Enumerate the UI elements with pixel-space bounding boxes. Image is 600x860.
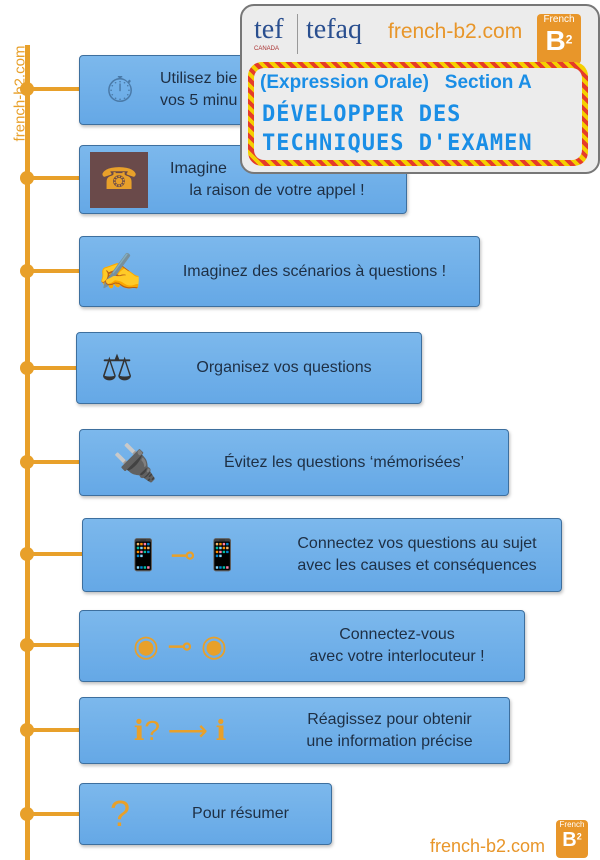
- step-text: Utilisez bie: [160, 70, 238, 87]
- step-text: avec les causes et conséquences: [297, 557, 537, 574]
- timeline-dot: [20, 807, 34, 821]
- people-connect-icon: ◉ ⊸ ◉: [132, 629, 228, 663]
- step-text: Évitez les questions ‘mémorisées’: [223, 453, 465, 471]
- connector: [30, 812, 80, 816]
- tefaq-logo: tefaq: [306, 14, 362, 45]
- timeline-line: [25, 45, 30, 860]
- timeline-dot: [20, 723, 34, 737]
- timeline-dot: [20, 638, 34, 652]
- footer-site: french-b2.com: [430, 836, 546, 856]
- step-text: la raison de votre appel !: [189, 181, 365, 199]
- step-avoid-memorized[interactable]: 🔌 Évitez les questions ‘mémorisées’: [79, 429, 509, 496]
- connector: [30, 552, 83, 556]
- step-text: Pour résumer: [192, 805, 289, 822]
- connector: [30, 176, 80, 180]
- timeline-dot: [20, 82, 34, 96]
- header-site: french-b2.com: [388, 20, 523, 43]
- step-summarize[interactable]: ? Pour résumer: [79, 783, 332, 845]
- step-text: avec votre interlocuteur !: [309, 648, 485, 665]
- stopwatch-icon: ⏱: [105, 68, 135, 110]
- step-connect-topic[interactable]: 📱 ⊸ 📱 Connectez vos questions au sujet ave…: [82, 518, 562, 592]
- step-text: vos 5 minu: [160, 92, 238, 109]
- step-text: Organisez vos questions: [196, 359, 372, 376]
- step-text: Connectez-vous: [339, 626, 455, 643]
- question-info-icon: ℹ? ⟶ ℹ: [133, 715, 227, 746]
- connector: [30, 728, 80, 732]
- connector: [30, 87, 80, 91]
- thinking-person-icon: ?: [109, 793, 131, 834]
- tef-logo-sub: CANADA: [254, 46, 280, 52]
- step-react[interactable]: ℹ? ⟶ ℹ Réagissez pour obtenir une informat…: [79, 697, 510, 764]
- step-scenarios[interactable]: ✍ Imaginez des scénarios à questions !: [79, 236, 480, 307]
- connector: [30, 643, 80, 647]
- step-connect-interlocutor[interactable]: ◉ ⊸ ◉ Connectez-vous avec votre interlocut…: [79, 610, 525, 682]
- tef-logo: tef: [254, 14, 284, 45]
- step-text: une information précise: [306, 732, 473, 750]
- step-text: Imaginez des scénarios à questions !: [182, 262, 447, 280]
- step-text: Connectez vos questions au sujet: [297, 535, 537, 552]
- timeline-dot: [20, 547, 34, 561]
- woman-phone-photo-icon: ☎: [90, 151, 148, 208]
- step-text: Imagine: [170, 159, 227, 177]
- timeline-dot: [20, 455, 34, 469]
- timeline-dot: [20, 264, 34, 278]
- scroll-quill-icon: ✍: [97, 250, 143, 292]
- connector: [30, 269, 80, 273]
- step-organize[interactable]: ⚖ Organisez vos questions: [76, 332, 422, 404]
- timeline-dot: [20, 171, 34, 185]
- timeline-dot: [20, 361, 34, 375]
- phones-plug-icon: 📱 ⊸ 📱: [124, 538, 242, 572]
- connector: [30, 460, 80, 464]
- step-text: Réagissez pour obtenir: [307, 710, 472, 728]
- scale-icon: ⚖: [100, 347, 134, 388]
- title-banner: (Expression Orale) Section A DÉVELOPPER …: [248, 62, 588, 166]
- subtitle: (Expression Orale) Section A: [260, 72, 532, 93]
- connector: [30, 366, 77, 370]
- plug-icon: 🔌: [112, 441, 158, 483]
